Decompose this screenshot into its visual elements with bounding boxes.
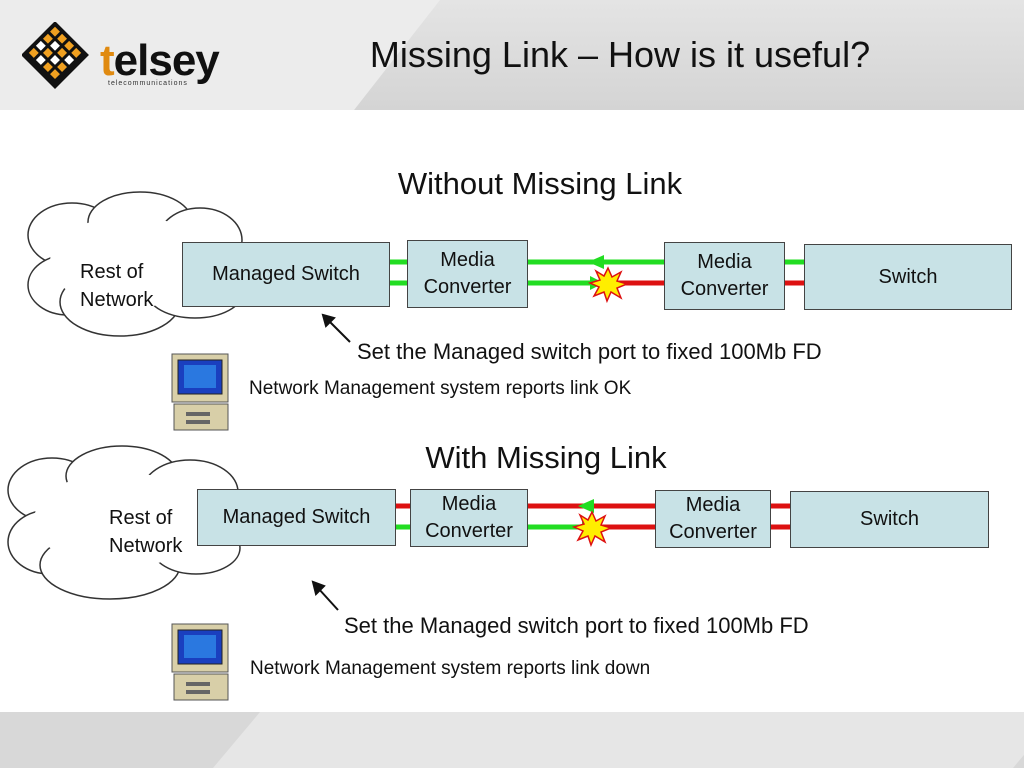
instruction-text: Set the Managed switch port to fixed 100… — [344, 613, 809, 638]
logo-letters: elsey — [113, 36, 220, 85]
telsey-logo: telsey telecommunications — [21, 21, 222, 92]
nms-status-text: Network Management system reports link d… — [250, 658, 651, 679]
network-diagram — [7, 191, 804, 701]
instruction-text: Set the Managed switch port to fixed 100… — [357, 339, 822, 364]
cloud-label: Rest of Network — [80, 261, 154, 311]
logo-subtitle: telecommunications — [108, 80, 188, 87]
logo-diamond-icon — [21, 21, 89, 89]
managed-switch-box: Managed Switch — [197, 489, 396, 546]
switch-box: Switch — [790, 491, 989, 548]
media-converter-right-box: Media Converter — [664, 242, 785, 310]
media-converter-left-box: Media Converter — [410, 489, 528, 547]
slide-title: Missing Link – How is it useful? — [369, 34, 871, 75]
computer-icon — [171, 353, 229, 431]
computer-icon — [171, 623, 229, 701]
nms-status-text: Network Management system reports link O… — [249, 378, 632, 399]
logo-wordmark: telsey — [100, 36, 220, 86]
slide-footer — [0, 712, 1024, 768]
fault-star-icon — [587, 266, 630, 304]
section-heading-with: With Missing Link — [425, 440, 667, 475]
direction-arrow-icon — [578, 499, 594, 513]
direction-arrow-icon — [588, 255, 604, 269]
cloud-icon — [27, 191, 244, 337]
links-without-missing-link — [390, 255, 804, 290]
cloud-label: Rest of Network — [109, 507, 183, 557]
switch-box: Switch — [804, 244, 1012, 310]
managed-switch-box: Managed Switch — [182, 242, 390, 307]
cloud-icon — [7, 445, 241, 600]
arrow-icon — [321, 313, 351, 343]
media-converter-right-box: Media Converter — [655, 490, 771, 548]
arrow-icon — [311, 580, 339, 611]
slide-header: telsey telecommunications Missing Link –… — [0, 0, 1024, 110]
footer-wedge — [213, 712, 1024, 768]
media-converter-left-box: Media Converter — [407, 240, 528, 308]
logo-letter-t: t — [100, 36, 115, 85]
section-heading-without: Without Missing Link — [397, 166, 683, 201]
fault-star-icon — [571, 510, 614, 548]
